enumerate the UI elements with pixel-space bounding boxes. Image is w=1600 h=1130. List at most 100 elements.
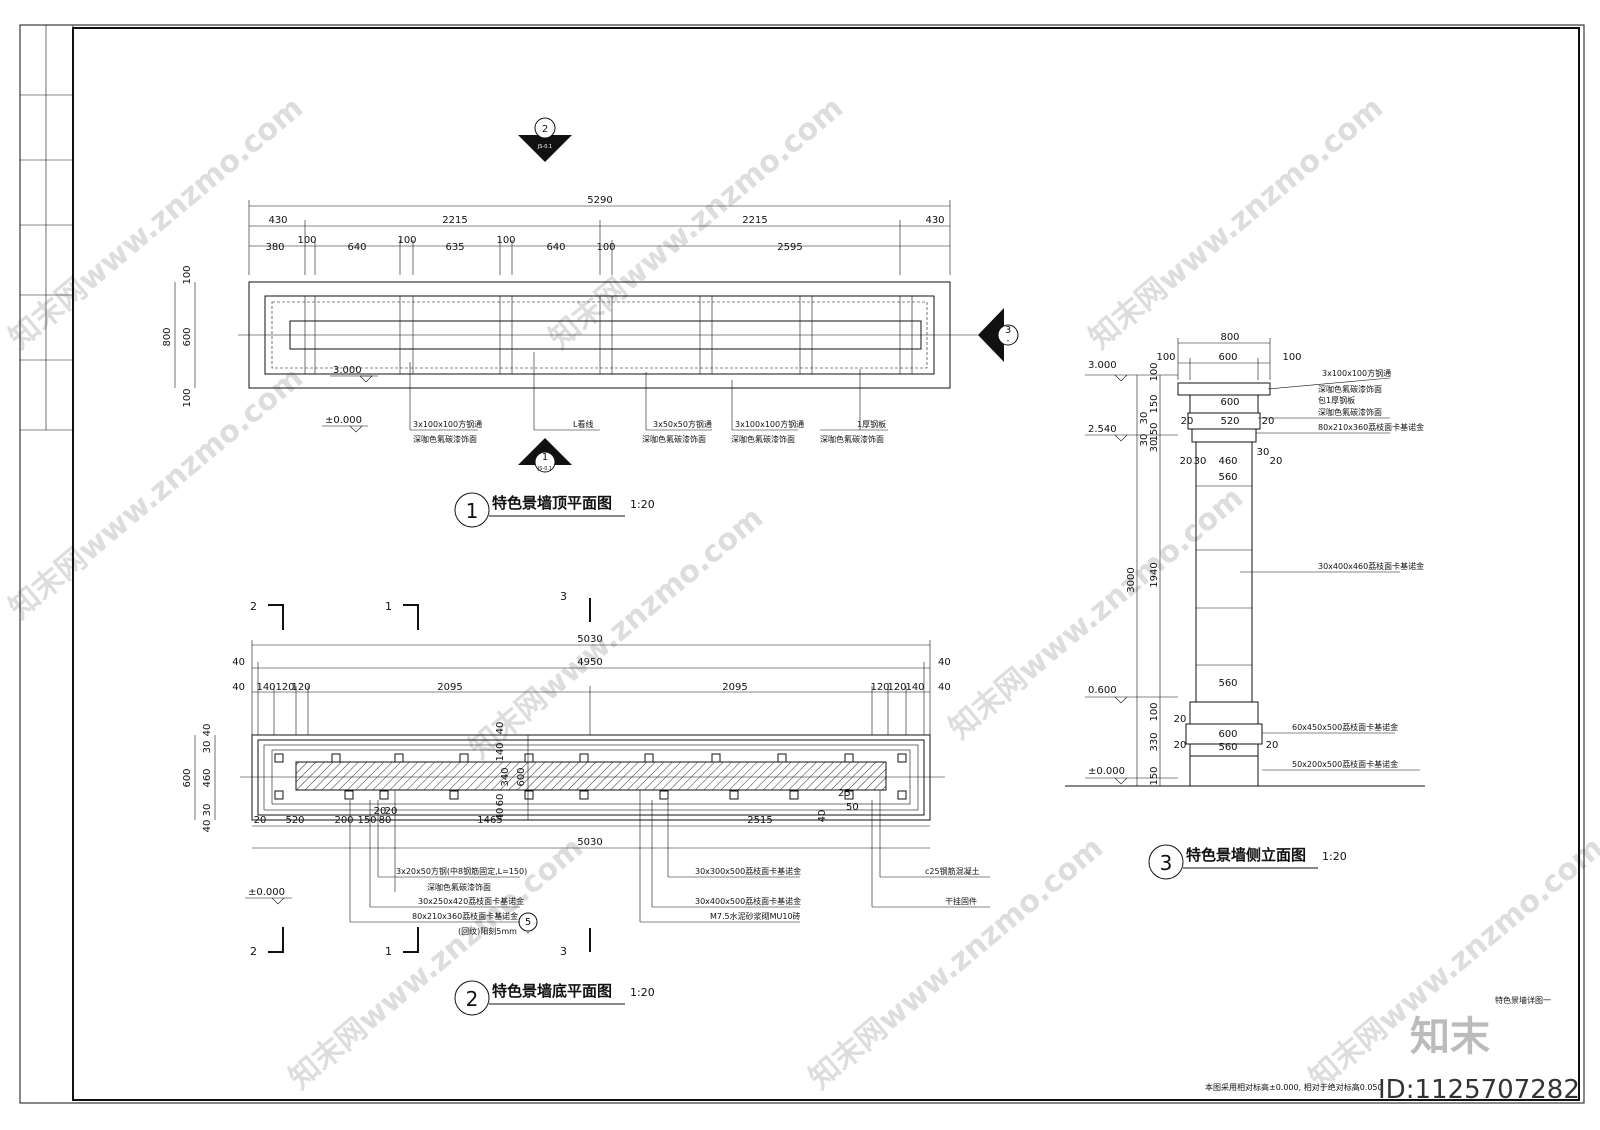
section-mark: 3 <box>560 590 567 603</box>
svg-text:特色景墙底平面图: 特色景墙底平面图 <box>492 982 612 1000</box>
svg-text:30: 30 <box>202 741 213 754</box>
svg-text:25: 25 <box>838 788 851 799</box>
hanger-row <box>274 753 907 800</box>
svg-text:40: 40 <box>938 657 951 668</box>
svg-text:2095: 2095 <box>722 682 747 693</box>
svg-text:460: 460 <box>1218 456 1237 467</box>
svg-text:1:20: 1:20 <box>630 986 655 999</box>
svg-text:800: 800 <box>1220 332 1239 343</box>
svg-text:4950: 4950 <box>577 657 602 668</box>
svg-text:30x300x500荔枝面卡基诺金: 30x300x500荔枝面卡基诺金 <box>695 866 801 876</box>
drawing-title-2: 2 特色景墙底平面图 1:20 <box>454 980 655 1016</box>
watermark: 知末网www.znzmo.com <box>3 90 310 356</box>
svg-text:1: 1 <box>466 499 479 523</box>
svg-text:干挂固件: 干挂固件 <box>945 896 977 906</box>
watermark: 知末网www.znzmo.com <box>543 90 850 356</box>
svg-text:-: - <box>1007 336 1010 345</box>
svg-text:600: 600 <box>1220 397 1239 408</box>
svg-text:2515: 2515 <box>747 815 772 826</box>
svg-text:430: 430 <box>268 215 287 226</box>
svg-text:120: 120 <box>887 682 906 693</box>
section-callout-right: 3 - <box>978 308 1019 362</box>
svg-text:340: 340 <box>500 767 511 786</box>
watermark: 知末网www.znzmo.com <box>943 480 1250 746</box>
svg-text:40: 40 <box>938 682 951 693</box>
side-elevation: 800 100 600 100 600 20 520 20 20 30 <box>1065 332 1425 880</box>
svg-text:20: 20 <box>1266 740 1279 751</box>
svg-text:380: 380 <box>265 242 284 253</box>
svg-text:80x210x360荔枝面卡基诺金: 80x210x360荔枝面卡基诺金 <box>412 911 518 921</box>
svg-text:1:20: 1:20 <box>630 498 655 511</box>
svg-text:40: 40 <box>495 722 506 735</box>
svg-text:c25钢筋混凝土: c25钢筋混凝土 <box>925 866 980 876</box>
svg-text:2215: 2215 <box>442 215 467 226</box>
svg-text:80: 80 <box>379 815 392 826</box>
svg-text:600: 600 <box>182 327 193 346</box>
svg-text:100: 100 <box>182 265 193 284</box>
level-marker: 3.000 <box>333 365 362 376</box>
svg-text:100: 100 <box>297 235 316 246</box>
svg-text:100: 100 <box>1149 702 1160 721</box>
svg-text:520: 520 <box>285 815 304 826</box>
watermark: 知末网www.znzmo.com <box>3 360 310 626</box>
svg-text:150: 150 <box>1149 422 1160 441</box>
svg-text:600: 600 <box>516 767 527 786</box>
svg-text:深咖色氟碳漆饰面: 深咖色氟碳漆饰面 <box>413 434 477 444</box>
svg-text:20: 20 <box>1174 740 1187 751</box>
svg-text:150: 150 <box>1149 394 1160 413</box>
svg-text:2215: 2215 <box>742 215 767 226</box>
svg-text:120: 120 <box>275 682 294 693</box>
svg-text:100: 100 <box>397 235 416 246</box>
svg-text:5030: 5030 <box>577 837 602 848</box>
svg-text:600: 600 <box>1218 352 1237 363</box>
svg-text:100: 100 <box>182 388 193 407</box>
svg-text:30: 30 <box>1139 412 1150 425</box>
svg-text:560: 560 <box>1218 742 1237 753</box>
svg-text:L看线: L看线 <box>573 419 593 429</box>
svg-text:深咖色氟碳漆饰面: 深咖色氟碳漆饰面 <box>1318 384 1382 394</box>
sheet-name: 特色景墙详图一 <box>1495 995 1551 1005</box>
section-mark: 1 <box>385 600 392 613</box>
svg-text:460: 460 <box>202 768 213 787</box>
svg-text:特色景墙侧立面图: 特色景墙侧立面图 <box>1186 846 1306 864</box>
svg-text:3x100x100方钢通: 3x100x100方钢通 <box>1322 368 1391 378</box>
svg-text:120: 120 <box>870 682 889 693</box>
footer: 特色景墙详图一 知末 本图采用相对标高±0.000, 相对于绝对标高0.050 … <box>1205 995 1580 1105</box>
svg-text:1:20: 1:20 <box>1322 850 1347 863</box>
svg-text:20: 20 <box>1270 456 1283 467</box>
detail-callout: 5 - <box>518 912 538 937</box>
svg-text:2: 2 <box>466 987 479 1011</box>
svg-text:深咖色氟碳漆饰面: 深咖色氟碳漆饰面 <box>1318 407 1382 417</box>
svg-text:5030: 5030 <box>577 634 602 645</box>
section-mark: 1 <box>385 945 392 958</box>
sheet-frame <box>19 24 1585 1104</box>
svg-text:140: 140 <box>256 682 275 693</box>
svg-text:40: 40 <box>495 808 506 821</box>
watermark: 知末网www.znzmo.com <box>463 500 770 766</box>
svg-text:3x20x50方钢(中8钢筋固定,L=150): 3x20x50方钢(中8钢筋固定,L=150) <box>396 866 527 876</box>
svg-text:30: 30 <box>1139 434 1150 447</box>
svg-text:(回纹)阳刻5mm: (回纹)阳刻5mm <box>458 926 517 936</box>
svg-text:30: 30 <box>1149 440 1160 453</box>
svg-text:3.000: 3.000 <box>1088 360 1117 371</box>
svg-text:3x100x100方钢通: 3x100x100方钢通 <box>735 419 804 429</box>
svg-text:50x200x500荔枝面卡基诺金: 50x200x500荔枝面卡基诺金 <box>1292 759 1398 769</box>
svg-text:640: 640 <box>546 242 565 253</box>
svg-text:60: 60 <box>495 794 506 807</box>
svg-text:520: 520 <box>1220 416 1239 427</box>
watermark: 知末网www.znzmo.com <box>1083 90 1390 356</box>
svg-text:600: 600 <box>182 768 193 787</box>
svg-text:150: 150 <box>357 815 376 826</box>
elevation-note: 本图采用相对标高±0.000, 相对于绝对标高0.050 <box>1205 1082 1383 1092</box>
svg-text:30: 30 <box>1257 447 1270 458</box>
svg-text:20: 20 <box>385 806 398 817</box>
svg-text:40: 40 <box>817 810 828 823</box>
svg-text:600: 600 <box>1218 729 1237 740</box>
svg-text:1940: 1940 <box>1149 562 1160 587</box>
svg-text:2095: 2095 <box>437 682 462 693</box>
svg-text:JS-0.1: JS-0.1 <box>537 144 552 150</box>
svg-text:140: 140 <box>495 742 506 761</box>
logo: 知末 <box>1410 1014 1490 1060</box>
svg-text:30: 30 <box>202 804 213 817</box>
